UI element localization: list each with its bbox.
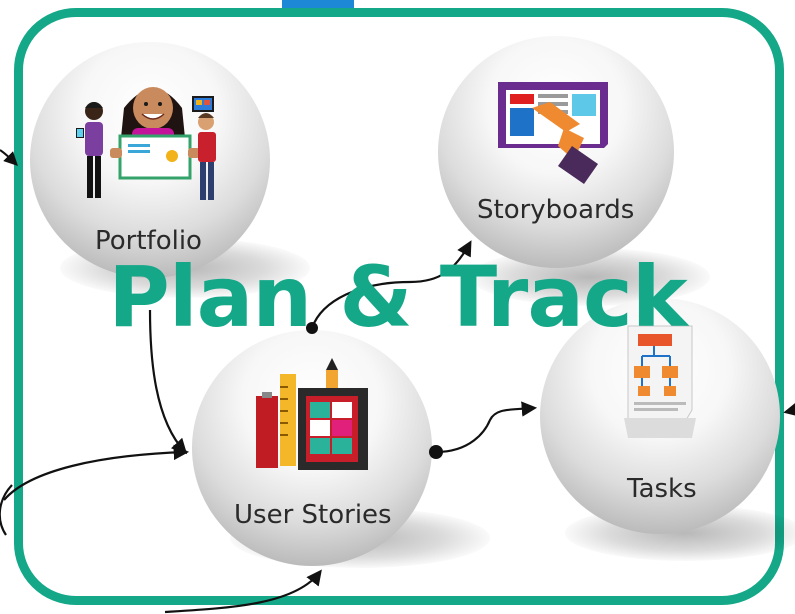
people-with-certificate-icon xyxy=(76,87,216,200)
right-person-figure xyxy=(192,96,216,200)
connector-user-stories-to-storyboards xyxy=(310,240,472,329)
storyboards-node[interactable] xyxy=(438,36,674,268)
center-person-figure xyxy=(110,87,200,180)
top-title-fragment xyxy=(282,0,354,8)
stationery-icon xyxy=(256,358,368,470)
storyboards-label: Storyboards xyxy=(477,195,635,225)
portfolio-label: Portfolio xyxy=(95,226,202,256)
connector-left-to-user-stories xyxy=(3,444,190,501)
connector-left-entry xyxy=(0,149,18,166)
connector-user-stories-to-tasks xyxy=(435,401,538,454)
connector-left-lower-curve xyxy=(0,484,13,536)
task-flowchart-icon xyxy=(624,325,696,438)
connector-right-entry xyxy=(783,402,795,417)
connector-bottom-to-user-stories xyxy=(164,569,322,614)
connector-dot-user-stories-right xyxy=(429,445,443,459)
connector-dot-user-stories-top xyxy=(306,322,318,334)
storyboard-touch-icon xyxy=(498,82,608,184)
tasks-label: Tasks xyxy=(627,474,697,504)
connector-portfolio-to-user-stories xyxy=(148,309,188,455)
left-person-figure xyxy=(76,102,103,198)
plan-track-title: Plan & Track xyxy=(108,248,687,346)
user-stories-label: User Stories xyxy=(234,500,392,530)
plan-track-frame xyxy=(14,8,784,605)
